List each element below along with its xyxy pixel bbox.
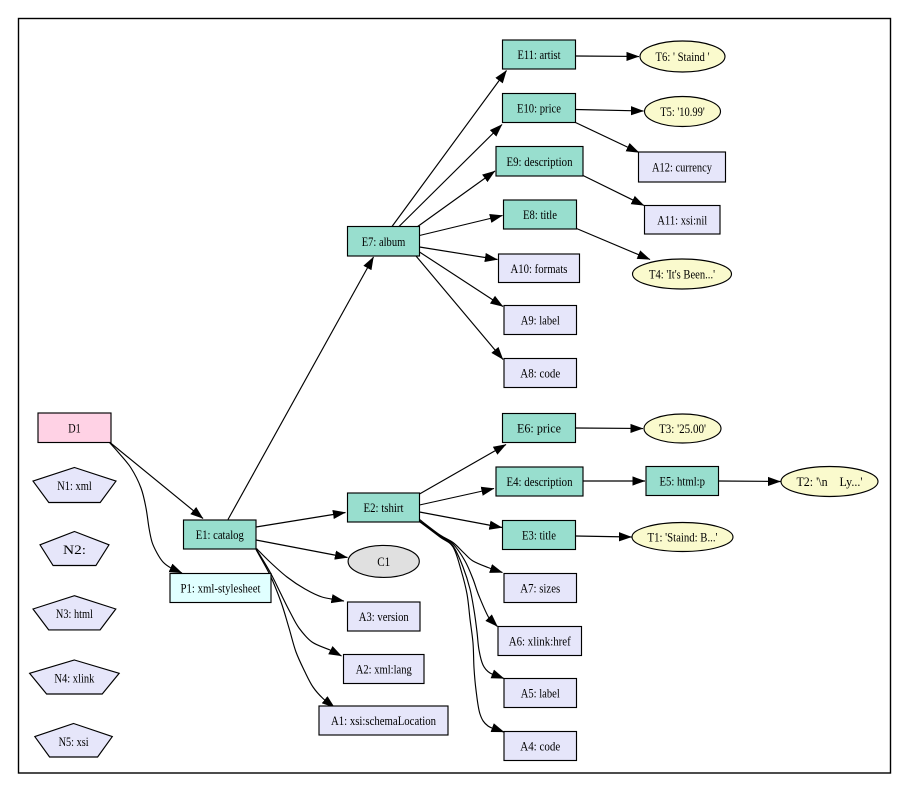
svg-text:A6: xlink:href: A6: xlink:href — [509, 634, 572, 649]
svg-text:T1: 'Staind: B...': T1: 'Staind: B...' — [648, 530, 718, 545]
svg-text:T4: 'It's Been...': T4: 'It's Been...' — [649, 267, 715, 282]
svg-text:T3: '25.00': T3: '25.00' — [659, 421, 706, 436]
svg-text:T5: '10.99': T5: '10.99' — [660, 104, 705, 119]
svg-text:A5: label: A5: label — [521, 686, 560, 701]
svg-text:E9: description: E9: description — [507, 154, 573, 169]
svg-text:E11: artist: E11: artist — [518, 47, 561, 62]
svg-text:T6: ' Staind ': T6: ' Staind ' — [656, 49, 710, 64]
svg-text:A2: xml:lang: A2: xml:lang — [356, 662, 412, 677]
svg-text:E8: title: E8: title — [523, 207, 557, 222]
svg-text:E4: description: E4: description — [507, 474, 573, 489]
svg-text:N2:: N2: — [63, 542, 86, 557]
svg-text:N4: xlink: N4: xlink — [54, 671, 94, 686]
svg-text:E10: price: E10: price — [517, 101, 561, 116]
svg-text:E2: tshirt: E2: tshirt — [364, 500, 404, 515]
svg-text:N5: xsi: N5: xsi — [59, 734, 89, 749]
svg-text:E6: price: E6: price — [517, 421, 561, 436]
svg-text:A11: xsi:nil: A11: xsi:nil — [657, 212, 707, 227]
svg-text:A7: sizes: A7: sizes — [520, 581, 560, 596]
svg-text:D1: D1 — [68, 420, 81, 435]
svg-text:N3: html: N3: html — [56, 606, 93, 621]
svg-text:A12: currency: A12: currency — [652, 160, 712, 175]
svg-text:E7: album: E7: album — [362, 234, 406, 249]
svg-text:P1: xml-stylesheet: P1: xml-stylesheet — [181, 581, 261, 596]
svg-text:E1: catalog: E1: catalog — [196, 527, 244, 542]
svg-text:A1: xsi:schemaLocation: A1: xsi:schemaLocation — [331, 713, 436, 728]
svg-text:T2: '\n Ly...': T2: '\n Ly...' — [797, 474, 863, 489]
svg-text:N1: xml: N1: xml — [57, 478, 92, 493]
svg-text:A3: version: A3: version — [359, 609, 409, 624]
svg-text:C1: C1 — [377, 554, 390, 569]
svg-text:E5: html:p: E5: html:p — [660, 474, 706, 489]
svg-text:A9: label: A9: label — [521, 313, 560, 328]
svg-text:A8: code: A8: code — [520, 366, 560, 381]
svg-text:E3: title: E3: title — [522, 528, 556, 543]
svg-text:A10: formats: A10: formats — [511, 261, 568, 276]
svg-text:A4: code: A4: code — [520, 739, 560, 754]
